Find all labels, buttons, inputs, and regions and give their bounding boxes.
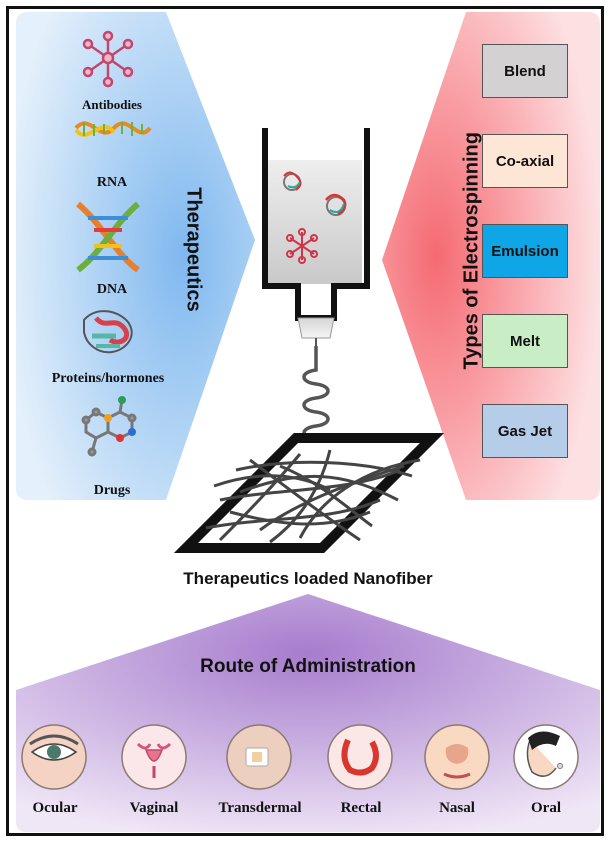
route-label-oral: Oral (531, 800, 561, 816)
colon-icon (327, 724, 393, 790)
syringe-icon (262, 128, 370, 346)
route-label-transdermal: Transdermal (218, 800, 302, 816)
route-label-nasal: Nasal (439, 800, 475, 816)
etype-co-axial: Co-axial (482, 134, 568, 188)
nanofiber-caption: Therapeutics loaded Nanofiber (183, 569, 433, 588)
collector-plate-icon (173, 433, 445, 553)
route-label-rectal: Rectal (340, 800, 382, 816)
rna-icon (74, 121, 152, 137)
drug-molecule-icon (81, 396, 137, 457)
electrospinning-heading: Types of Electrospinning (460, 132, 483, 370)
etype-melt: Melt (482, 314, 568, 368)
therapeutic-label-rna: RNA (96, 175, 128, 190)
protein-icon (83, 310, 133, 354)
therapeutic-label-drugs: Drugs (93, 483, 131, 498)
dna-icon (76, 201, 140, 273)
etype-gas-jet: Gas Jet (482, 404, 568, 458)
route-heading: Route of Administration (200, 656, 416, 677)
molecule-cluster-icon (283, 171, 347, 264)
etype-emulsion: Emulsion (482, 224, 568, 278)
therapeutics-heading: Therapeutics (182, 187, 205, 312)
route-label-ocular: Ocular (32, 800, 78, 816)
route-panel (16, 594, 600, 832)
therapeutic-label-proteins: Proteins/hormones (51, 371, 165, 386)
antibody-icon (82, 30, 134, 88)
route-label-vaginal: Vaginal (129, 800, 179, 816)
etype-blend: Blend (482, 44, 568, 98)
therapeutics-panel (16, 12, 255, 500)
therapeutic-label-dna: DNA (96, 282, 128, 297)
therapeutic-label-antibodies: Antibodies (82, 97, 142, 112)
